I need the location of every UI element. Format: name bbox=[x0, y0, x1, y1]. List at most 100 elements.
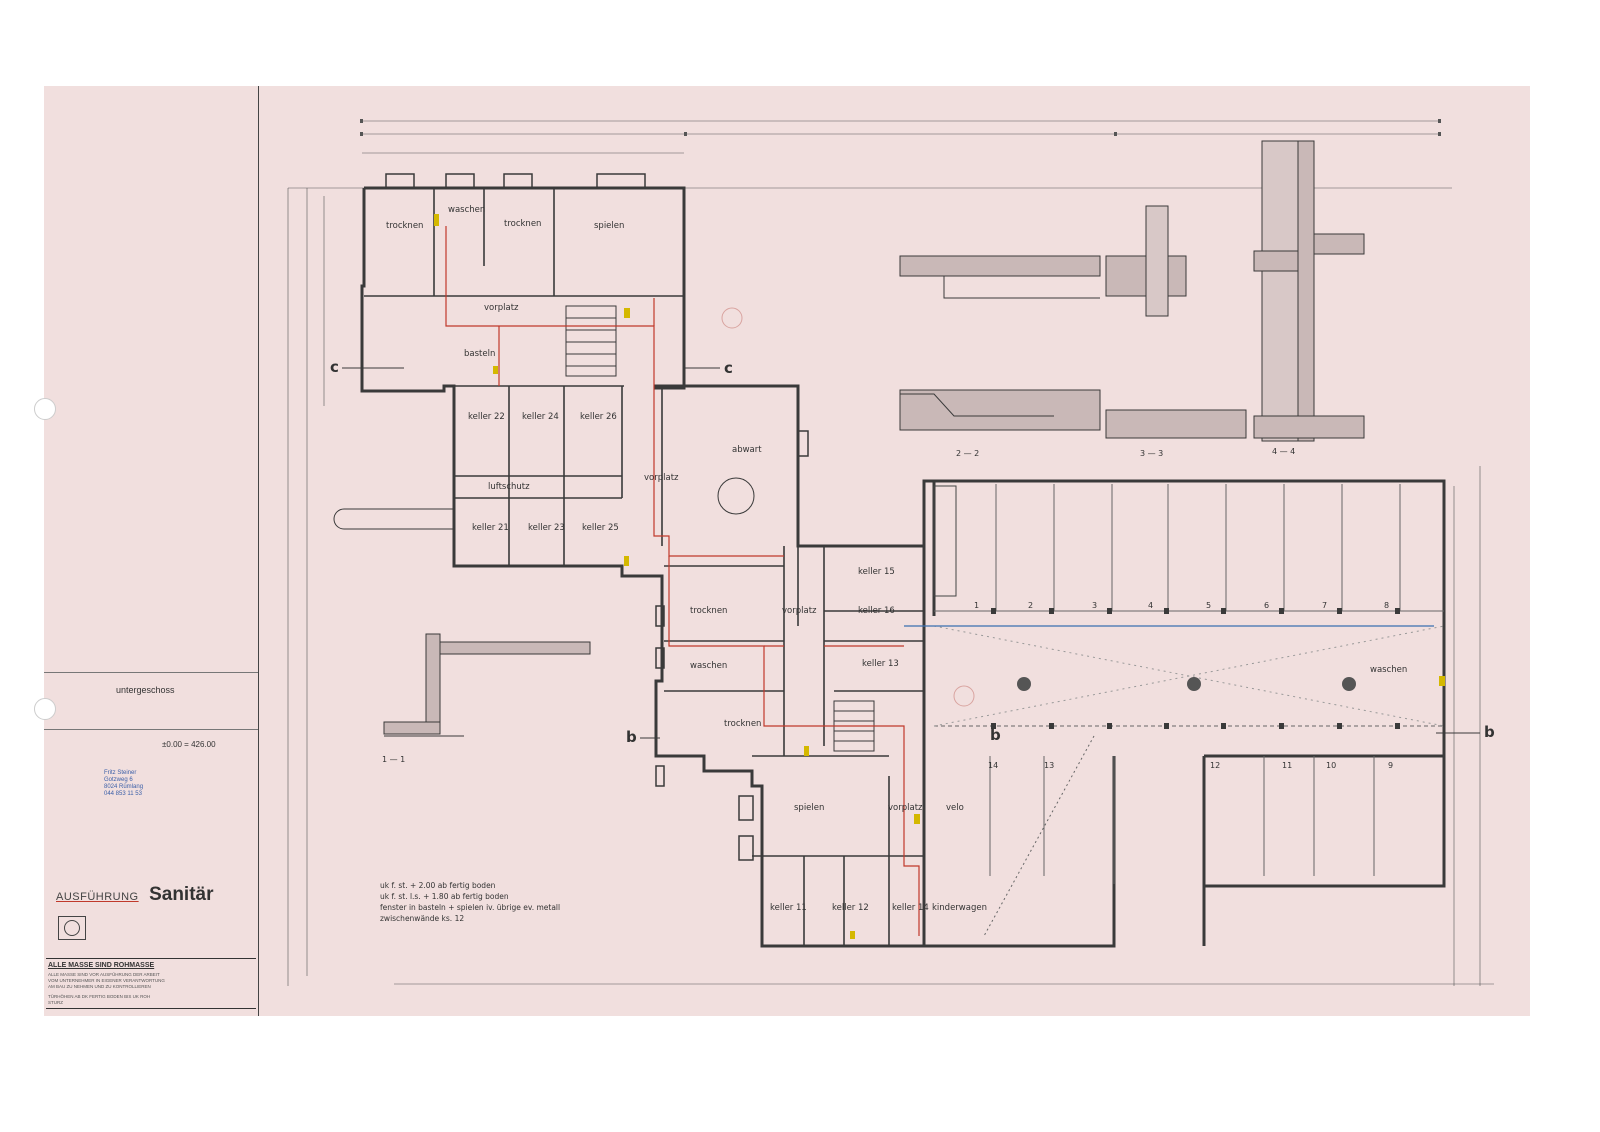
section-detail-2 bbox=[899, 255, 1101, 431]
room-label: abwart bbox=[732, 445, 762, 455]
column-markers bbox=[991, 608, 1400, 729]
bay-number: 2 bbox=[1028, 601, 1033, 610]
room-label: keller 24 bbox=[522, 412, 559, 422]
room-label: keller 14 bbox=[892, 903, 929, 913]
section-cut-lines bbox=[342, 367, 1480, 739]
bay-number: 12 bbox=[1210, 761, 1220, 770]
detail-label: 3 — 3 bbox=[1140, 449, 1163, 458]
room-label: vorplatz bbox=[782, 606, 817, 616]
detail-labels: 2 — 2 3 — 3 4 — 4 1 — 1 bbox=[382, 447, 1295, 764]
room-label: spielen bbox=[794, 803, 824, 813]
room-label: keller 11 bbox=[770, 903, 807, 913]
bay-number: 5 bbox=[1206, 601, 1211, 610]
section-mark-c: c bbox=[330, 358, 339, 376]
room-label: keller 13 bbox=[862, 659, 899, 669]
dimension-ticks bbox=[360, 119, 1441, 136]
room-label: velo bbox=[946, 803, 964, 813]
note-line: VOM UNTERNEHMER IN EIGENER VERANTWORTUNG bbox=[48, 978, 165, 983]
room-label: keller 21 bbox=[472, 523, 509, 533]
execution-value: Sanitär bbox=[149, 884, 214, 905]
punch-hole bbox=[34, 398, 56, 420]
note-line: STURZ bbox=[48, 1000, 63, 1005]
room-label: waschen bbox=[1370, 665, 1407, 675]
bay-numbers: 1 2 3 4 5 6 7 8 9 10 11 12 13 14 bbox=[974, 601, 1393, 770]
level-label: ±0.00 = 426.00 bbox=[162, 740, 216, 749]
room-labels: trocknen waschen trocknen spielen vorpla… bbox=[386, 205, 1407, 913]
note-heading: ALLE MASSE SIND ROHMASSE bbox=[48, 962, 155, 969]
section-mark-b: b bbox=[626, 728, 637, 746]
detail-label: 1 — 1 bbox=[382, 755, 405, 764]
room-label: keller 16 bbox=[858, 606, 895, 616]
general-notes: uk f. st. + 2.00 ab fertig boden uk f. s… bbox=[380, 881, 560, 923]
bay-number: 11 bbox=[1282, 761, 1292, 770]
detail-label: 2 — 2 bbox=[956, 449, 979, 458]
fixture-markers bbox=[434, 214, 1445, 939]
section-detail-1 bbox=[383, 633, 591, 737]
room-label: keller 22 bbox=[468, 412, 505, 422]
bay-number: 13 bbox=[1044, 761, 1054, 770]
floor-drains bbox=[1017, 677, 1356, 691]
floor-plan: trocknen waschen trocknen spielen vorpla… bbox=[287, 119, 1495, 986]
note-line: uk f. st. + 2.00 ab fertig boden bbox=[380, 881, 496, 890]
room-label: vorplatz bbox=[484, 303, 519, 313]
section-detail-4 bbox=[1253, 140, 1365, 442]
bay-number: 1 bbox=[974, 601, 979, 610]
company-city: 8024 Rümlang bbox=[104, 784, 144, 790]
window-wells bbox=[385, 173, 809, 861]
room-label: kinderwagen bbox=[932, 903, 987, 913]
section-detail-3 bbox=[1105, 205, 1247, 439]
room-label: spielen bbox=[594, 221, 624, 231]
bay-number: 9 bbox=[1388, 761, 1393, 770]
company-logo-icon bbox=[58, 916, 86, 940]
room-label: keller 23 bbox=[528, 523, 565, 533]
room-label: basteln bbox=[464, 349, 495, 359]
drawing-sheet: untergeschoss ±0.00 = 426.00 Fritz Stein… bbox=[44, 86, 1530, 1016]
room-label: luftschutz bbox=[488, 482, 530, 492]
room-label: trocknen bbox=[386, 221, 423, 231]
room-label: vorplatz bbox=[888, 803, 923, 813]
garage-bays bbox=[933, 484, 1445, 937]
bay-number: 14 bbox=[988, 761, 998, 770]
section-mark-c: c bbox=[724, 359, 733, 377]
section-marks: c c b b b bbox=[330, 358, 1495, 746]
execution-stamp: AUSFÜHRUNG Sanitär bbox=[56, 884, 214, 906]
bay-number: 10 bbox=[1326, 761, 1336, 770]
note-line: AM BAU ZU NEHMEN UND ZU KONTROLLIEREN bbox=[48, 984, 151, 989]
room-label: keller 25 bbox=[582, 523, 619, 533]
bay-number: 6 bbox=[1264, 601, 1269, 610]
room-label: vorplatz bbox=[644, 473, 679, 483]
room-label: keller 12 bbox=[832, 903, 869, 913]
company-name: Fritz Steiner bbox=[104, 770, 137, 776]
bay-number: 4 bbox=[1148, 601, 1153, 610]
title-block: untergeschoss ±0.00 = 426.00 Fritz Stein… bbox=[44, 86, 259, 1016]
section-mark-b: b bbox=[1484, 723, 1495, 741]
storey-label: untergeschoss bbox=[116, 685, 175, 695]
room-label: waschen bbox=[690, 661, 727, 671]
section-mark-b: b bbox=[990, 726, 1001, 744]
annotation-circles bbox=[717, 307, 975, 707]
shelter-exit bbox=[333, 508, 454, 530]
room-label: keller 26 bbox=[580, 412, 617, 422]
punch-hole bbox=[34, 698, 56, 720]
stairs bbox=[565, 305, 875, 752]
note-line: TÜRHÖHEN AB DK FERTIG BODEN BIS UK ROH bbox=[48, 994, 151, 999]
execution-label: AUSFÜHRUNG bbox=[56, 891, 139, 903]
detail-label: 4 — 4 bbox=[1272, 447, 1295, 456]
interior-walls bbox=[364, 188, 925, 946]
room-label: trocknen bbox=[724, 719, 761, 729]
bay-number: 8 bbox=[1384, 601, 1389, 610]
note-line: uk f. st. l.s. + 1.80 ab fertig boden bbox=[380, 892, 509, 901]
sanitary-pipes bbox=[445, 226, 1434, 936]
note-line: zwischenwände ks. 12 bbox=[380, 914, 464, 923]
title-block-header bbox=[44, 672, 258, 730]
note-line: ALLE MASSE SIND VOR AUSFÜHRUNG DER ARBEI… bbox=[48, 972, 160, 977]
company-street: Gotzweg 6 bbox=[104, 777, 133, 783]
room-label: trocknen bbox=[690, 606, 727, 616]
room-label: waschen bbox=[448, 205, 485, 215]
bay-number: 7 bbox=[1322, 601, 1327, 610]
company-phone: 044 853 11 53 bbox=[104, 791, 142, 797]
bay-number: 3 bbox=[1092, 601, 1097, 610]
note-line: fenster in basteln + spielen iv. übrige … bbox=[380, 903, 560, 912]
room-label: trocknen bbox=[504, 219, 541, 229]
room-label: keller 15 bbox=[858, 567, 895, 577]
